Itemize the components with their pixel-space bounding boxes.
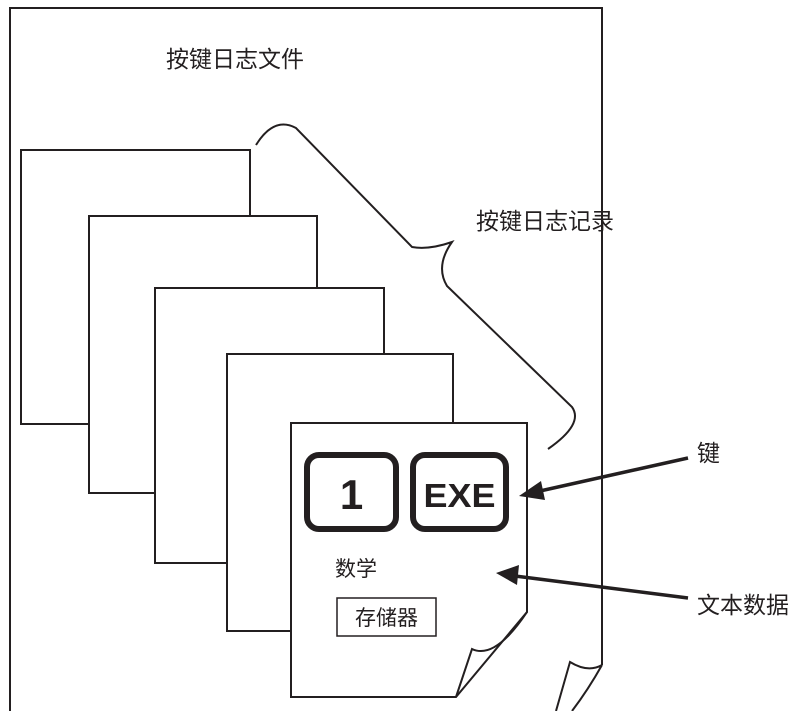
text-data-label: 文本数据 (697, 593, 789, 619)
key-exe-button (410, 452, 509, 532)
key-1-button (304, 452, 399, 532)
log-file-label: 按键日志文件 (166, 47, 304, 73)
storage-label: 存储器 (355, 606, 418, 630)
record-brace (255, 123, 576, 450)
key-arrow-head (519, 481, 545, 500)
log-file-outline (9, 7, 603, 711)
menu-text: 数学 (335, 557, 377, 581)
key-arrow-line (539, 456, 689, 493)
record-label: 按键日志记录 (476, 209, 614, 235)
text-data-arrow-head (496, 565, 519, 585)
storage-box (336, 597, 437, 637)
text-data-arrow-line (514, 574, 689, 600)
key-label: 键 (697, 441, 720, 467)
log-file-curl (555, 660, 603, 711)
front-page-curl (455, 611, 528, 698)
key-1-label: 1 (340, 471, 363, 518)
key-exe-label: EXE (424, 477, 496, 514)
